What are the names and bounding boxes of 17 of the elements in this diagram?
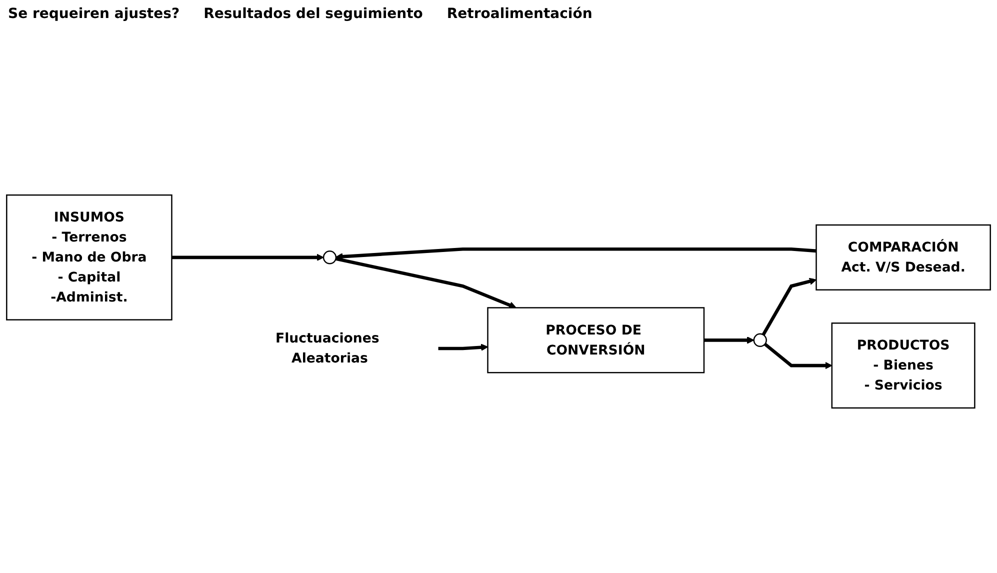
annotation-text: Resultados del seguimiento bbox=[204, 6, 423, 22]
arrow bbox=[336, 257, 516, 309]
arrow bbox=[704, 336, 754, 344]
arrow bbox=[764, 342, 832, 370]
node-box: PROCESO DE CONVERSIÓN bbox=[487, 307, 705, 374]
arrow bbox=[336, 247, 816, 260]
node-circle bbox=[322, 250, 337, 264]
node-box: COMPARACIÓN Act. V/S Desead. bbox=[816, 224, 991, 290]
annotation-text: Se requeiren ajustes? bbox=[8, 6, 180, 22]
node-circle bbox=[753, 333, 767, 348]
node-text: Fluctuaciones Aleatorias bbox=[276, 330, 380, 366]
annotation-text: Retroalimentación bbox=[446, 6, 592, 22]
node-box: INSUMOS - Terrenos - Mano de Obra - Capital -Administ. bbox=[6, 194, 172, 320]
arrow bbox=[762, 278, 817, 336]
arrow bbox=[438, 344, 488, 351]
arrow bbox=[172, 254, 324, 262]
node-box: PRODUCTOS - Bienes - Servicios bbox=[831, 322, 976, 409]
